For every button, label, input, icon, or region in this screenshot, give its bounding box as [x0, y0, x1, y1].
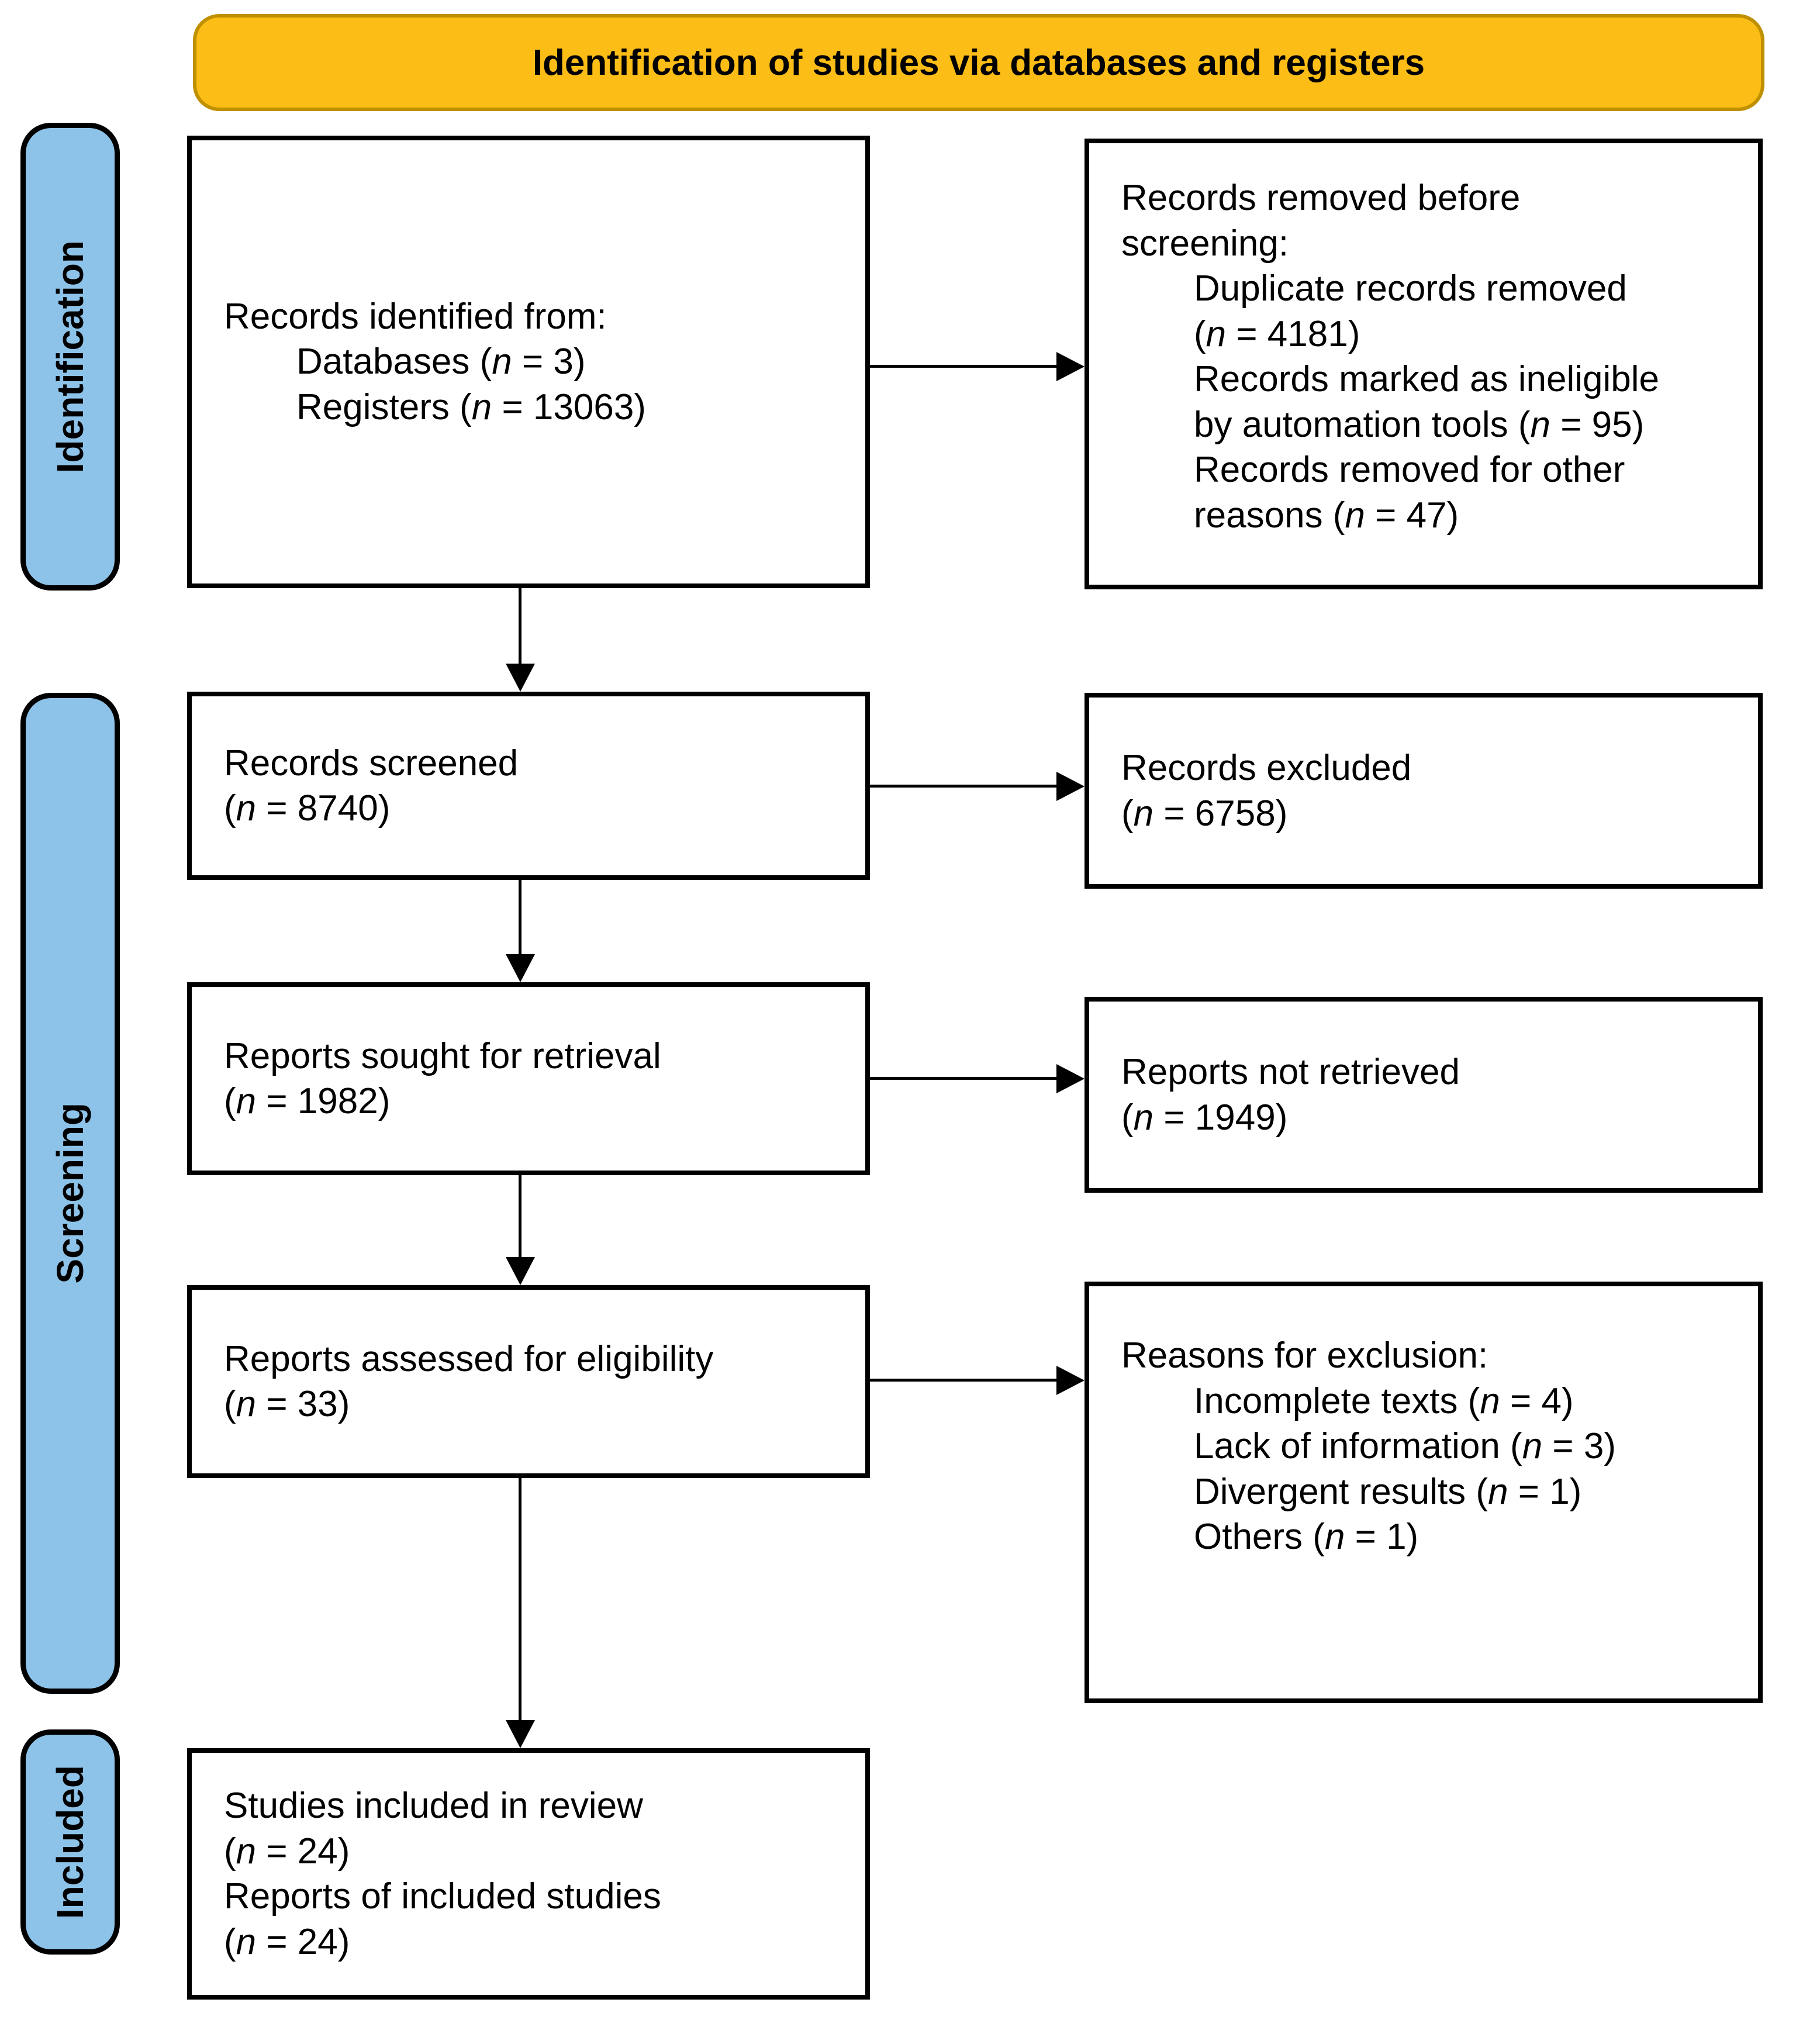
text-line: (n = 24) — [224, 1921, 350, 1962]
text-line: Records removed before — [1121, 178, 1521, 218]
text-line: Others (n = 1) — [1194, 1517, 1419, 1557]
box-studies-included-in-review: Studies included in review (n = 24)Report… — [187, 1748, 870, 2000]
text-line: Duplicate records removed — [1194, 268, 1627, 309]
text-line: (n = 6758) — [1121, 793, 1288, 834]
arrow-sought-to-assessed — [505, 1175, 535, 1285]
text-line: (n = 4181) — [1194, 313, 1360, 354]
text-line: Registers (n = 13063) — [296, 386, 646, 427]
text-line: Records marked as ineligible — [1194, 359, 1660, 399]
box-reports-sought-for-retrieval: Reports sought for retrieval (n = 1982) — [187, 982, 870, 1175]
text-line: (n = 33) — [224, 1384, 350, 1424]
banner-identification-of-studies: Identification of studies via databases … — [193, 14, 1764, 111]
arrow-identified-to-screened — [505, 588, 535, 692]
box-records-screened: Records screened (n = 8740) — [187, 692, 870, 880]
text-line: Divergent results (n = 1) — [1194, 1471, 1582, 1512]
text-line: Records removed for other — [1194, 450, 1625, 490]
box-reports-not-retrieved: Reports not retrieved (n = 1949) — [1084, 997, 1763, 1193]
text-line: screening: — [1121, 223, 1289, 264]
stage-label-screening-text: Screening — [49, 1103, 91, 1284]
text-line: Reasons for exclusion: — [1121, 1335, 1488, 1376]
banner-label: Identification of studies via databases … — [532, 42, 1425, 83]
stage-label-identification-text: Identification — [49, 240, 91, 474]
arrow-assessed-to-included — [505, 1478, 535, 1748]
text-line: Records screened — [224, 743, 519, 783]
text-line: (n = 24) — [224, 1831, 350, 1872]
text-line: Studies included in review — [224, 1786, 643, 1826]
box-records-removed-before-screening: Records removed before screening:Duplicat… — [1084, 139, 1763, 589]
text-line: Reports sought for retrieval — [224, 1035, 661, 1076]
stage-label-identification: Identification — [20, 123, 120, 591]
text-line: Incomplete texts (n = 4) — [1194, 1380, 1574, 1421]
text-line: Reports not retrieved — [1121, 1052, 1460, 1092]
text-line: Reports of included studies — [224, 1876, 661, 1917]
text-line: reasons (n = 47) — [1194, 495, 1459, 536]
text-line: (n = 1982) — [224, 1081, 391, 1121]
text-line: (n = 8740) — [224, 788, 391, 828]
arrow-sought-to-not-retrieved — [870, 1064, 1084, 1093]
text-line: (n = 1949) — [1121, 1097, 1288, 1138]
box-records-excluded: Records excluded (n = 6758) — [1084, 693, 1763, 889]
box-reasons-for-exclusion: Reasons for exclusion:Incomplete texts (… — [1084, 1282, 1763, 1703]
stage-label-included-text: Included — [49, 1765, 91, 1919]
text-line: Databases (n = 3) — [296, 341, 586, 382]
box-reports-assessed-for-eligibility: Reports assessed for eligibility (n = 33) — [187, 1285, 870, 1478]
arrow-assessed-to-reasons — [870, 1365, 1084, 1395]
text-line: by automation tools (n = 95) — [1194, 404, 1645, 445]
text-line: Lack of information (n = 3) — [1194, 1426, 1616, 1466]
stage-label-included: Included — [20, 1729, 120, 1955]
arrow-identified-to-removed — [870, 351, 1084, 381]
stage-label-screening: Screening — [20, 693, 120, 1694]
box-records-identified: Records identified from:Databases (n = 3… — [187, 136, 870, 588]
text-line: Records excluded — [1121, 748, 1412, 788]
text-line: Reports assessed for eligibility — [224, 1338, 714, 1379]
text-line: Records identified from: — [224, 296, 607, 337]
arrow-screened-to-excluded — [870, 771, 1084, 801]
arrow-screened-to-sought — [505, 880, 535, 982]
